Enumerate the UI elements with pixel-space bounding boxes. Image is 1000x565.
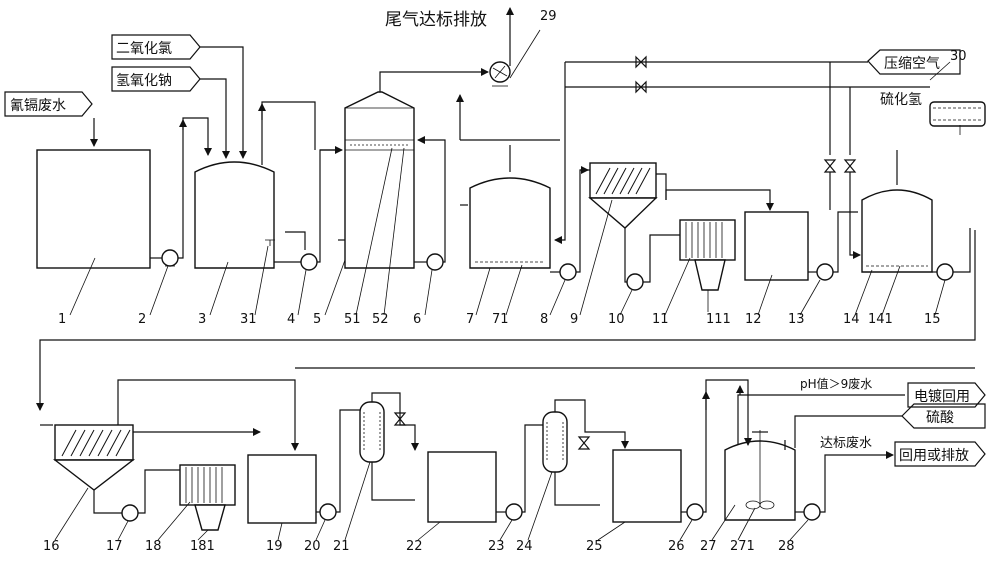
pump-17	[121, 504, 139, 522]
svg-text:23: 23	[488, 539, 505, 554]
exhaust-discharge-label: 尾气达标排放	[385, 10, 487, 30]
tank-19	[247, 454, 317, 524]
pump-28	[803, 503, 821, 521]
svg-text:51: 51	[344, 312, 361, 327]
valve-air-2	[635, 80, 647, 94]
svg-text:压缩空气: 压缩空气	[884, 56, 940, 72]
svg-text:6: 6	[413, 312, 421, 327]
svg-text:3: 3	[198, 312, 206, 327]
column-24	[542, 411, 568, 473]
svg-text:硫酸: 硫酸	[926, 410, 954, 426]
svg-text:16: 16	[43, 539, 60, 554]
hydrogen-sulfide-label: 硫化氢	[880, 92, 922, 108]
svg-text:17: 17	[106, 539, 123, 554]
svg-text:二氧化氯: 二氧化氯	[116, 41, 172, 57]
svg-text:141: 141	[868, 312, 893, 327]
settler-9	[588, 162, 658, 229]
vessel-30	[929, 101, 986, 135]
pump-8	[559, 263, 577, 281]
ph-wastewater-label: pH值＞9废水	[800, 376, 872, 391]
svg-text:24: 24	[516, 539, 533, 554]
svg-text:氰镉废水: 氰镉废水	[10, 98, 66, 114]
svg-text:19: 19	[266, 539, 283, 554]
tank-22	[427, 451, 497, 523]
input-tag-sodium-hydroxide: 氢氧化钠	[111, 66, 201, 92]
svg-text:8: 8	[540, 312, 548, 327]
svg-text:25: 25	[586, 539, 603, 554]
svg-text:14: 14	[843, 312, 860, 327]
svg-text:1: 1	[58, 312, 66, 327]
tank-1	[36, 149, 151, 269]
svg-text:电镀回用: 电镀回用	[914, 388, 970, 405]
filter-press-18	[179, 464, 236, 531]
svg-text:15: 15	[924, 312, 941, 327]
pump-10	[626, 273, 644, 291]
svg-text:30: 30	[950, 49, 967, 64]
valve-air-1	[635, 55, 647, 69]
input-tag-cyanide-wastewater: 氰镉废水	[4, 91, 93, 117]
fan-29	[489, 61, 511, 87]
svg-text:10: 10	[608, 312, 625, 327]
svg-text:12: 12	[745, 312, 762, 327]
output-tag-electroplating-reuse: 电镀回用	[907, 382, 986, 408]
svg-text:29: 29	[540, 9, 557, 24]
pump-23	[505, 503, 523, 521]
input-tag-sulfuric-acid: 硫酸	[901, 403, 986, 429]
svg-text:回用或排放: 回用或排放	[899, 448, 969, 464]
svg-text:18: 18	[145, 539, 162, 554]
input-tag-compressed-air: 压缩空气	[867, 49, 961, 75]
tank-14	[861, 189, 933, 273]
tank-7	[469, 177, 551, 269]
svg-text:71: 71	[492, 312, 509, 327]
svg-text:2: 2	[138, 312, 146, 327]
svg-text:27: 27	[700, 539, 717, 554]
tank-12	[744, 211, 809, 281]
svg-text:31: 31	[240, 312, 257, 327]
svg-text:271: 271	[730, 539, 755, 554]
pump-6	[426, 253, 444, 271]
filter-press-11	[679, 219, 736, 291]
svg-text:7: 7	[466, 312, 474, 327]
svg-text:13: 13	[788, 312, 805, 327]
pump-4	[300, 253, 318, 271]
pump-20	[319, 503, 337, 521]
svg-text:111: 111	[706, 312, 731, 327]
svg-text:5: 5	[313, 312, 321, 327]
svg-text:26: 26	[668, 539, 685, 554]
pump-15	[936, 263, 954, 281]
svg-text:22: 22	[406, 539, 423, 554]
pump-26	[686, 503, 704, 521]
svg-text:181: 181	[190, 539, 215, 554]
settler-16	[52, 424, 136, 491]
input-tag-chlorine-dioxide: 二氧化氯	[111, 34, 201, 60]
tower-5	[344, 71, 460, 269]
reactor-3	[194, 161, 275, 269]
column-21	[359, 401, 385, 463]
pump-2	[161, 249, 179, 267]
svg-text:52: 52	[372, 312, 389, 327]
number-labels: 1 2 3 31 4 5 51 52 6 7 71 8 9 10 11 111 …	[43, 9, 967, 554]
svg-text:11: 11	[652, 312, 669, 327]
svg-text:28: 28	[778, 539, 795, 554]
reactor-27	[724, 430, 796, 521]
output-tag-reuse-or-discharge: 回用或排放	[894, 441, 986, 467]
tank-25	[612, 449, 682, 523]
svg-text:4: 4	[287, 312, 295, 327]
svg-text:21: 21	[333, 539, 350, 554]
pump-13	[816, 263, 834, 281]
svg-text:氢氧化钠: 氢氧化钠	[116, 73, 172, 89]
svg-text:20: 20	[304, 539, 321, 554]
compliant-wastewater-label: 达标废水	[820, 435, 872, 451]
svg-text:9: 9	[570, 312, 578, 327]
